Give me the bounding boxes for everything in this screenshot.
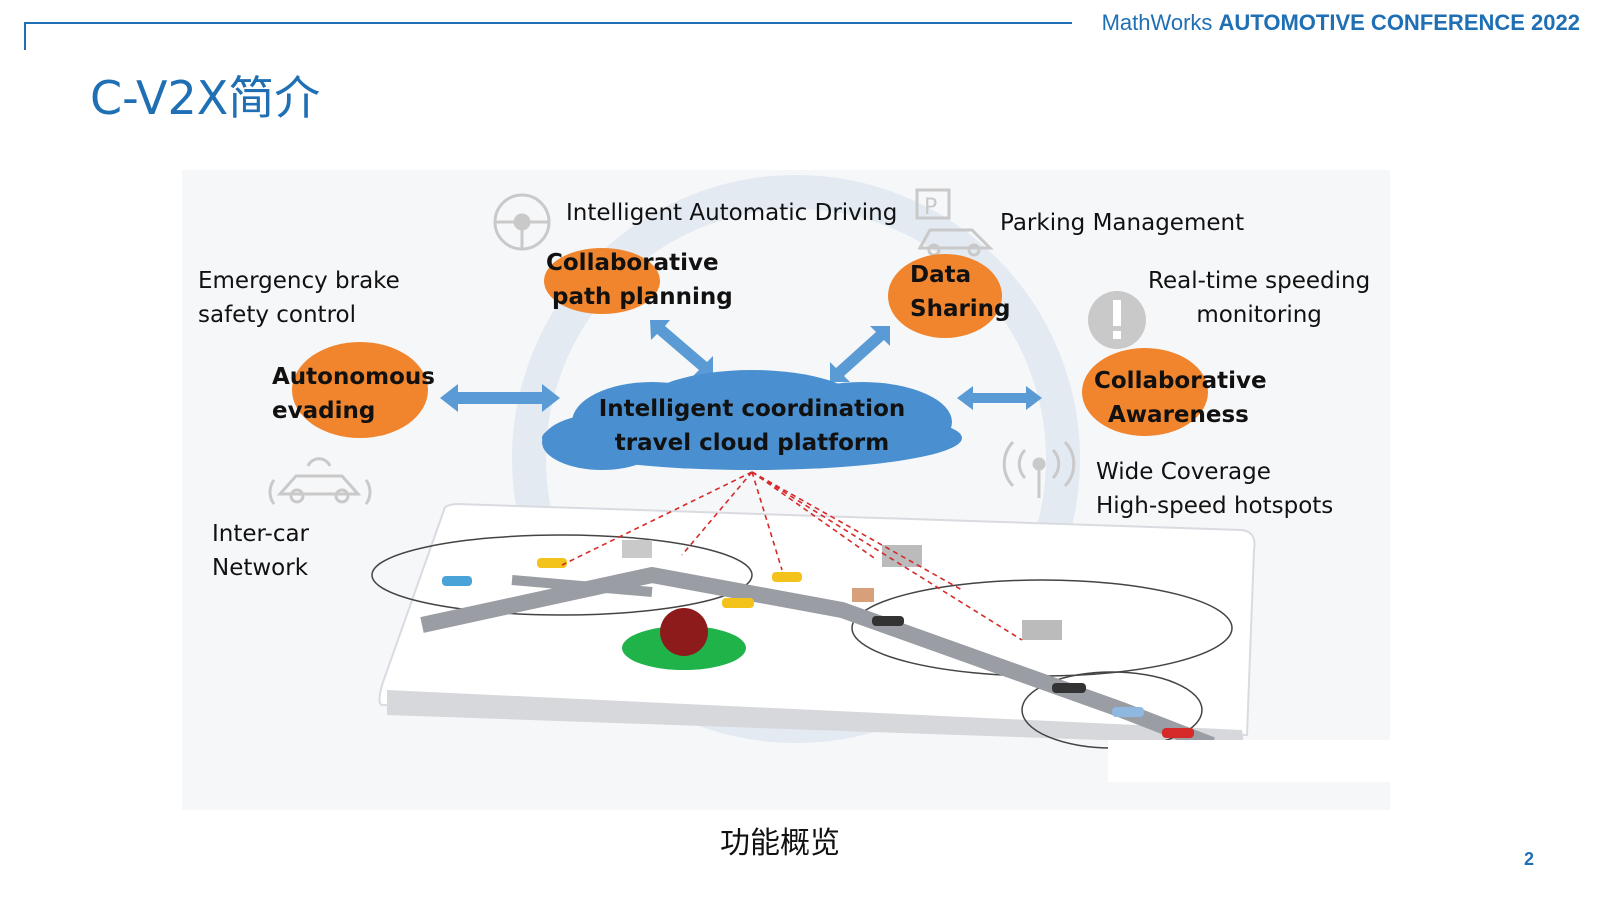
collaborative-awareness-line2: Awareness [1108, 402, 1249, 428]
header-rule-vertical [24, 22, 26, 50]
path-planning-line1: Collaborative [546, 250, 719, 276]
wide-coverage-line1: Wide Coverage [1096, 459, 1271, 485]
data-sharing-label: Data Sharing [910, 258, 1011, 326]
collaborative-awareness-node [1082, 348, 1208, 436]
inter-car-line2: Network [212, 555, 309, 581]
car-radar-icon [268, 457, 372, 505]
antenna-icon [1002, 440, 1076, 498]
data-sharing-line1: Data [910, 262, 972, 288]
cloud-platform-line1: Intelligent coordination [598, 396, 906, 422]
collaborative-awareness-line1: Collaborative [1094, 368, 1267, 394]
realtime-speeding-line1: Real-time speeding [1148, 268, 1371, 294]
steering-wheel-icon [493, 193, 551, 251]
conference-brand: MathWorks [1101, 10, 1213, 35]
cloud-platform-shape [542, 370, 962, 470]
slide-title: C-V2X简介 [90, 71, 321, 125]
wide-coverage-line2: High-speed hotspots [1096, 493, 1334, 519]
inter-car-line1: Inter-car [212, 521, 310, 547]
c-v2x-diagram: P Autonomous ev [182, 170, 1390, 810]
data-sharing-line2: Sharing [910, 296, 1011, 322]
autonomous-evading-node [292, 342, 428, 438]
path-planning-label: Collaborative path planning [546, 246, 733, 314]
path-planning-line2: path planning [552, 284, 733, 310]
inter-car-network-label: Inter-car Network [212, 517, 309, 585]
wide-coverage-label: Wide Coverage High-speed hotspots [1096, 455, 1333, 523]
realtime-speeding-line2: monitoring [1196, 302, 1322, 328]
page-number: 2 [1523, 849, 1534, 869]
connection-arrows [440, 320, 1042, 412]
autonomous-evading-line1: Autonomous [272, 364, 435, 390]
emergency-brake-label: Emergency brake safety control [198, 264, 400, 332]
white-patch [1108, 740, 1390, 782]
conference-header: MathWorks AUTOMOTIVE CONFERENCE 2022 [1102, 10, 1580, 36]
autonomous-evading-line2: evading [272, 398, 376, 424]
data-sharing-node [888, 254, 1002, 338]
emergency-brake-line2: safety control [198, 302, 356, 328]
road-platform-illustration [371, 502, 1256, 753]
conference-name: AUTOMOTIVE CONFERENCE 2022 [1218, 10, 1580, 35]
path-planning-node [544, 248, 660, 314]
autonomous-evading-label: Autonomous evading [272, 360, 435, 428]
signal-lines [561, 471, 1023, 641]
warning-icon [1088, 291, 1146, 349]
diagram-caption: 功能概览 [720, 826, 840, 861]
diagram-graphics: P [268, 188, 1256, 753]
collaborative-awareness-label: Collaborative Awareness [1094, 364, 1267, 432]
realtime-speeding-label: Real-time speeding monitoring [1148, 264, 1370, 332]
parking-car-icon: P [915, 188, 994, 257]
parking-management-label: Parking Management [1000, 210, 1245, 236]
cloud-platform-line2: travel cloud platform [614, 430, 890, 456]
svg-text:P: P [924, 195, 937, 220]
header-rule [24, 22, 1072, 24]
emergency-brake-line1: Emergency brake [198, 268, 400, 294]
cloud-platform-label: Intelligent coordination travel cloud pl… [590, 392, 914, 460]
intelligent-automatic-driving-label: Intelligent Automatic Driving [566, 200, 898, 226]
